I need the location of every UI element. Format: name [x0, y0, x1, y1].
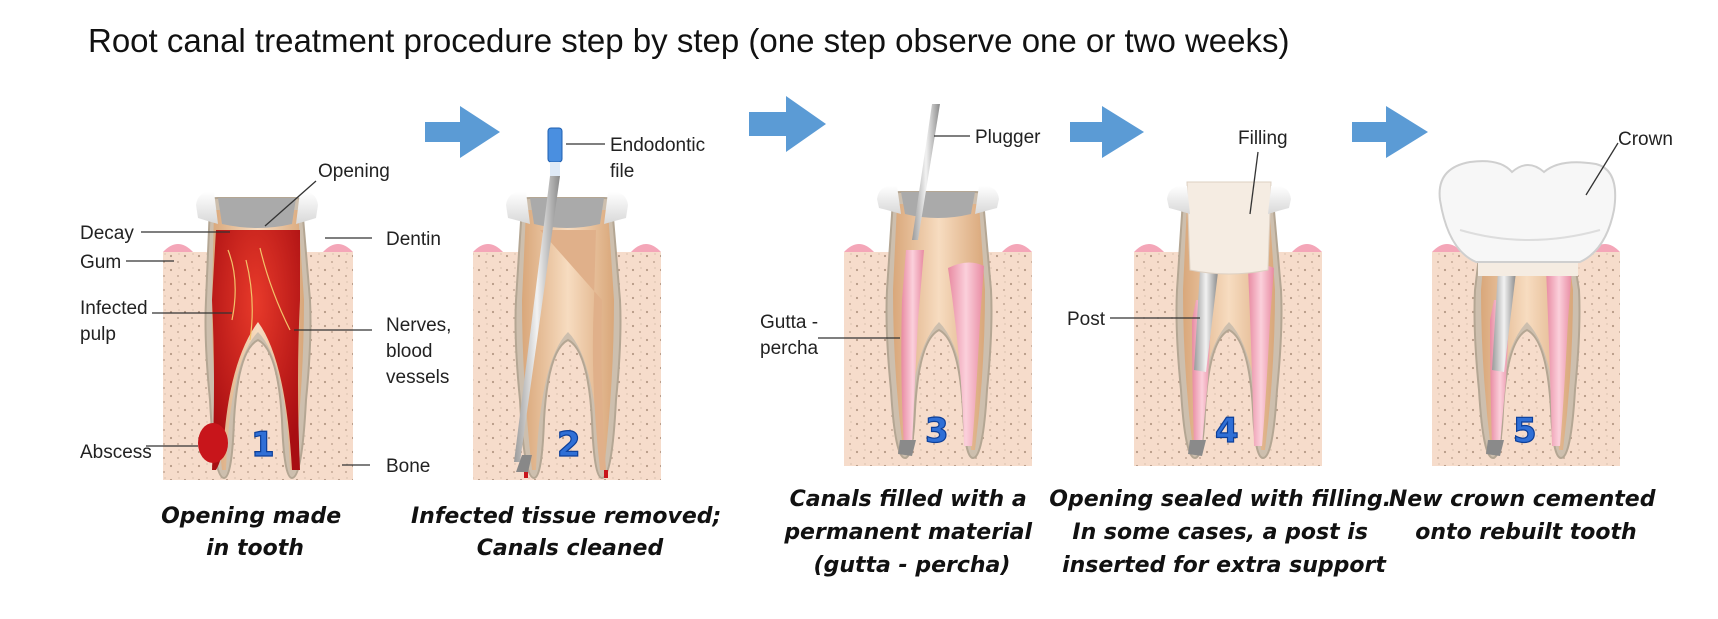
caption-step-1: Opening made in tooth	[161, 504, 349, 561]
label-bone: Bone	[386, 456, 430, 477]
label-post: Post	[1067, 309, 1106, 330]
label-infected-pulp: Infected pulp	[80, 298, 153, 345]
arrow-icon	[1352, 106, 1428, 158]
tooth-illustration-step-2: 2	[473, 127, 661, 480]
label-opening: Opening	[318, 161, 390, 182]
label-gutta-percha: Gutta - percha	[760, 312, 823, 359]
svg-text:1: 1	[251, 425, 275, 465]
label-plugger: Plugger	[975, 127, 1041, 148]
svg-text:2: 2	[557, 425, 581, 465]
tooth-illustration-step-1: 1	[163, 191, 353, 480]
step-4-leaders	[1110, 151, 1259, 319]
arrow-icon	[749, 96, 826, 152]
label-nerves-blood-vessels: Nerves, blood vessels	[386, 315, 457, 388]
caption-step-5: New crown cemented onto rebuilt tooth	[1389, 487, 1663, 545]
step-1-leaders	[126, 180, 372, 466]
caption-step-4: Opening sealed with filling. In some cas…	[1049, 487, 1398, 578]
caption-step-3: Canals filled with a permanent material …	[783, 487, 1039, 578]
arrow-icon	[425, 106, 500, 158]
label-endodontic-file: Endodontic file	[610, 135, 710, 182]
svg-text:3: 3	[925, 411, 949, 451]
label-gum: Gum	[80, 252, 121, 273]
tooth-illustration-step-4: 4	[1134, 181, 1322, 466]
caption-step-2: Infected tissue removed; Canals cleaned	[411, 504, 729, 561]
tooth-illustration-step-5: 5	[1432, 160, 1620, 466]
label-abscess: Abscess	[80, 442, 152, 463]
tooth-illustration-step-3: 3	[844, 104, 1032, 466]
label-decay: Decay	[80, 223, 134, 244]
label-dentin: Dentin	[386, 229, 441, 250]
svg-text:4: 4	[1215, 411, 1239, 451]
svg-text:5: 5	[1513, 411, 1537, 451]
step-3-leaders	[818, 135, 970, 339]
arrow-icon	[1070, 106, 1144, 158]
label-crown: Crown	[1618, 129, 1673, 150]
step-5-leaders	[1585, 142, 1619, 196]
label-filling: Filling	[1238, 128, 1288, 149]
page-title: Root canal treatment procedure step by s…	[88, 22, 1290, 59]
